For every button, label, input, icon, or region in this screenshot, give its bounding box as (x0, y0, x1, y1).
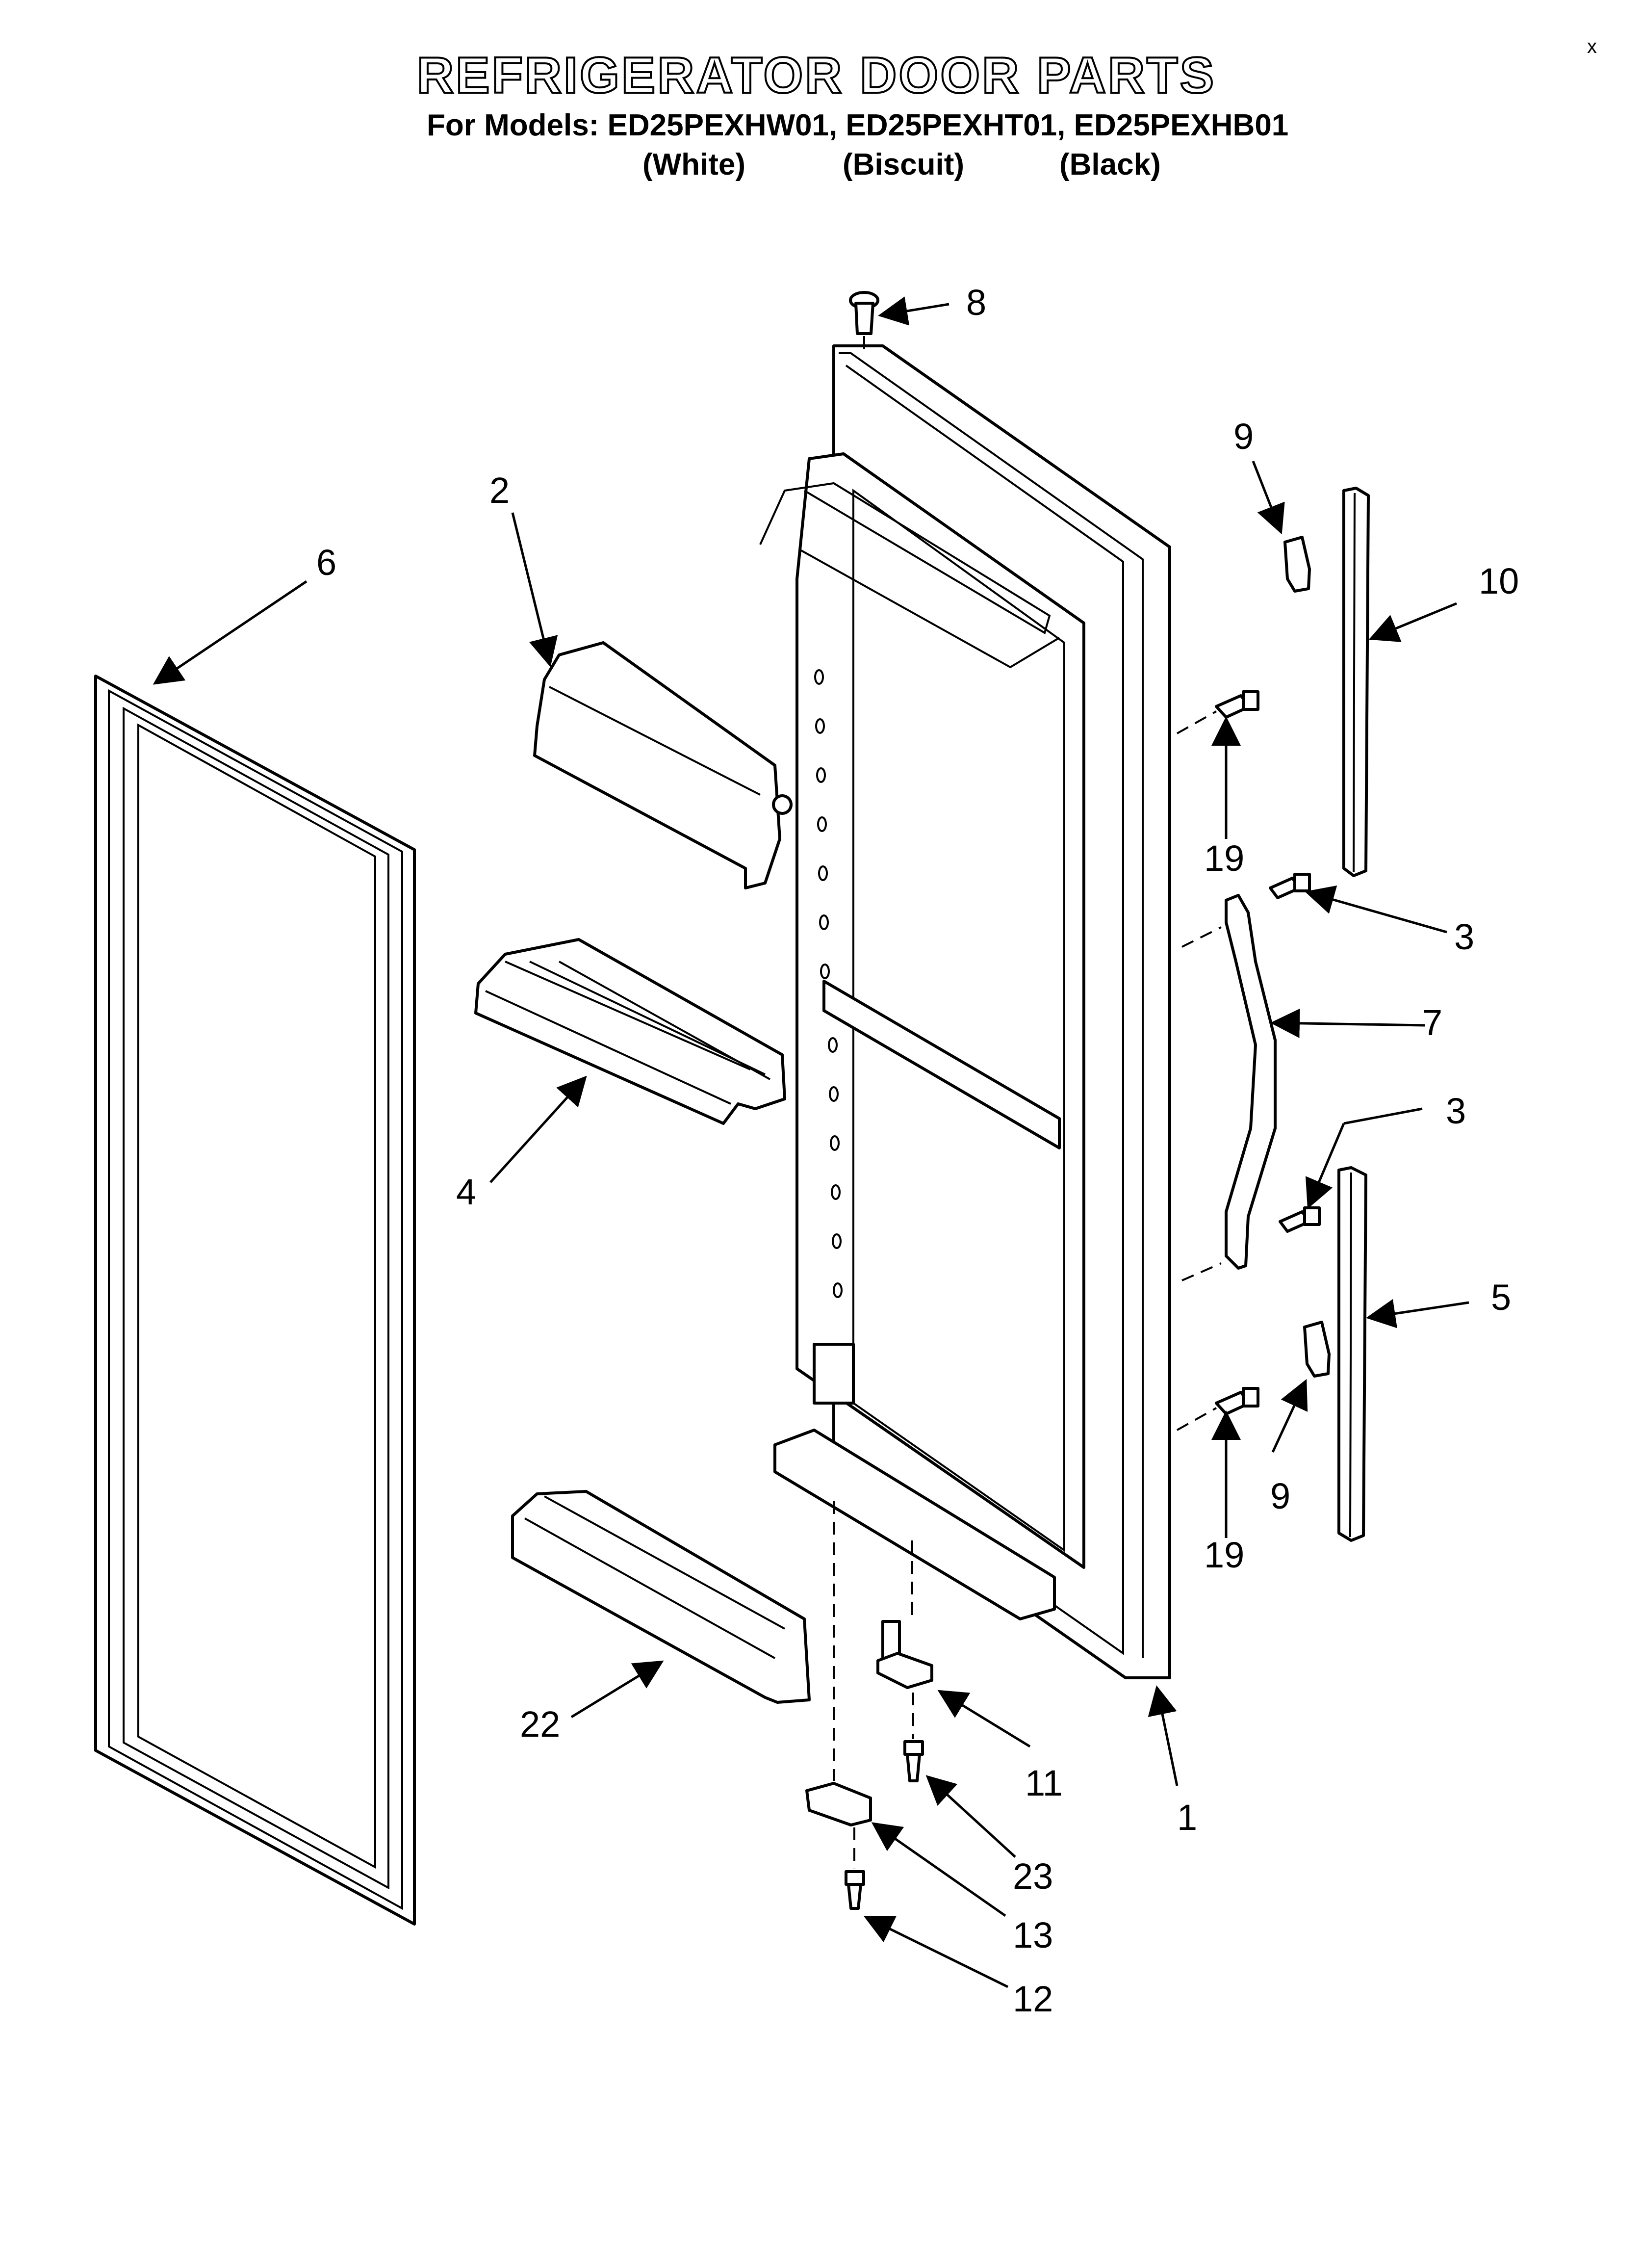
trim-clip-upper-part (1283, 536, 1311, 593)
dairy-door-bin-part (533, 641, 793, 889)
trim-clip-lower-part (1303, 1321, 1331, 1378)
bottom-hinge-part (876, 1540, 933, 1689)
lower-hinge-block-part (805, 1501, 872, 1826)
callout-9-upper: 9 (1233, 416, 1254, 457)
callout-19-upper: 19 (1204, 838, 1244, 879)
handle-screw-lower-part (1279, 1206, 1321, 1233)
door-clip (813, 1343, 855, 1405)
callout-4: 4 (456, 1172, 476, 1212)
callout-6: 6 (316, 542, 336, 583)
hinge-screw-part (903, 1693, 924, 1782)
callout-8: 8 (966, 282, 986, 323)
lower-handle-trim-part (1337, 1166, 1367, 1542)
door-shelf-bin-part (474, 938, 786, 1125)
handle-trim-screw-lower-part (1177, 1387, 1259, 1431)
door-cap-part (849, 291, 879, 353)
callout-3-upper: 3 (1454, 916, 1474, 957)
callout-5: 5 (1491, 1277, 1511, 1318)
callout-2: 2 (489, 470, 510, 511)
handle-screw-upper-part (1269, 873, 1311, 899)
callout-10: 10 (1479, 561, 1519, 601)
callout-19-lower: 19 (1204, 1535, 1244, 1575)
handle-trim-screw-upper-part (1177, 690, 1259, 734)
callout-9-lower: 9 (1270, 1476, 1290, 1516)
diagram-title: REFRIGERATOR DOOR PARTS (416, 46, 1216, 105)
callout-23: 23 (1013, 1856, 1053, 1897)
door-handle-part (1181, 894, 1277, 1281)
finish-biscuit: (Biscuit) (843, 148, 964, 182)
door-assembly-part (759, 344, 1171, 1679)
callout-1: 1 (1177, 1797, 1197, 1838)
shelf-slot-holes (814, 669, 843, 1298)
leader-arrows (153, 296, 1469, 1988)
callout-13: 13 (1013, 1915, 1053, 1955)
upper-handle-trim-part (1342, 487, 1370, 877)
models-line: For Models: ED25PEXHW01, ED25PEXHT01, ED… (427, 108, 1289, 142)
corner-mark: x (1587, 36, 1597, 57)
finish-black: (Black) (1059, 148, 1161, 182)
callout-22: 22 (520, 1704, 560, 1745)
callout-12: 12 (1013, 1979, 1053, 2019)
callout-labels: 8 2 6 9 10 19 3 7 3 4 5 9 19 22 11 1 23 … (316, 282, 1519, 2019)
lower-hinge-screw-part (845, 1827, 865, 1910)
finish-white: (White) (642, 148, 746, 182)
lower-door-bin-part (511, 1490, 811, 1704)
door-gasket-part (94, 675, 416, 1926)
callout-3-lower: 3 (1446, 1091, 1466, 1131)
callout-11: 11 (1025, 1763, 1063, 1803)
callout-7: 7 (1422, 1002, 1442, 1043)
